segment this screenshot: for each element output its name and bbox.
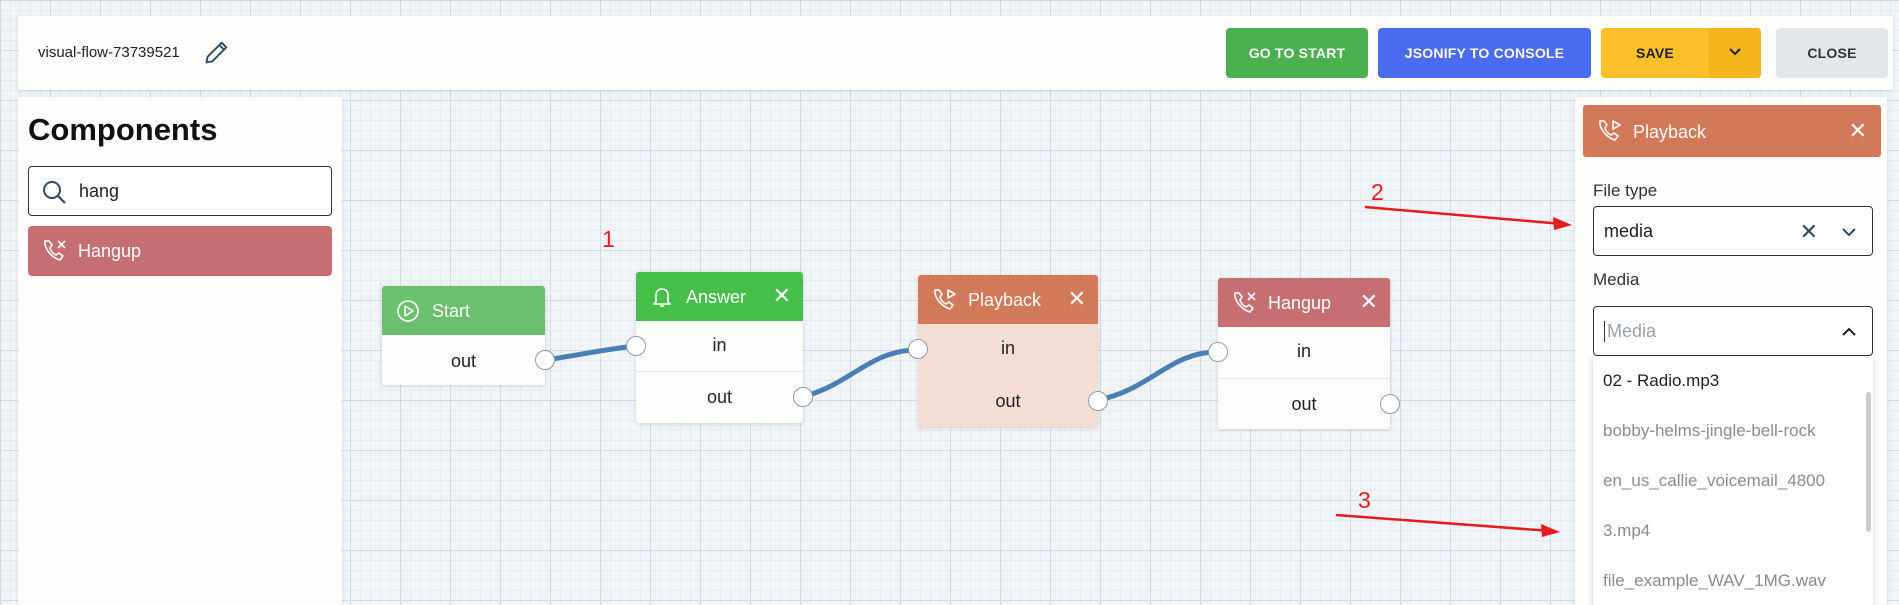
- node-hangup[interactable]: Hangup ✕ in out: [1208, 278, 1400, 429]
- node-hangup-in-port[interactable]: [1208, 342, 1228, 362]
- media-placeholder: Media: [1604, 321, 1656, 342]
- node-answer-out-port[interactable]: [793, 387, 813, 407]
- properties-title: Playback: [1633, 122, 1707, 142]
- node-playback-in-label: in: [1000, 338, 1015, 358]
- node-start-title: Start: [432, 301, 471, 321]
- phone-hangup-icon: [44, 240, 66, 261]
- clear-icon[interactable]: ✕: [1799, 219, 1818, 244]
- node-hangup-divider: [1218, 378, 1390, 379]
- media-options-list: 02 - Radio.mp3 bobby-helms-jingle-bell-r…: [1593, 356, 1873, 605]
- node-answer-in-port[interactable]: [626, 336, 646, 356]
- annotation-arrowhead-3: [1541, 524, 1560, 537]
- file-type-select[interactable]: media ✕: [1593, 206, 1873, 256]
- annotation-label-3: 3: [1358, 487, 1371, 513]
- phone-playback-icon: [1599, 120, 1621, 141]
- play-circle-icon: [397, 300, 419, 322]
- save-dropdown-button[interactable]: [1709, 28, 1761, 78]
- node-hangup-title: Hangup: [1268, 293, 1332, 313]
- component-item-label: Hangup: [78, 241, 142, 261]
- properties-close-icon[interactable]: ✕: [1848, 118, 1867, 143]
- wire-playback-hangup: [1097, 349, 1218, 403]
- media-label: Media: [1593, 270, 1640, 289]
- node-answer-header[interactable]: Answer ✕: [636, 272, 803, 321]
- node-start-out-label: out: [450, 351, 477, 371]
- node-start[interactable]: Start out: [382, 286, 555, 385]
- media-option[interactable]: en_us_callie_voicemail_4800: [1603, 471, 1826, 490]
- node-playback-title: Playback: [968, 290, 1042, 310]
- node-start-out-port[interactable]: [535, 350, 555, 370]
- jsonify-to-console-button[interactable]: JSONIFY TO CONSOLE: [1378, 28, 1591, 78]
- annotation-arrow-2: [1364, 205, 1564, 226]
- wire-start-answer: [544, 343, 636, 363]
- node-answer-out-label: out: [706, 387, 733, 407]
- node-start-header[interactable]: Start: [382, 286, 545, 335]
- node-answer-title: Answer: [686, 287, 747, 307]
- annotation-label-2: 2: [1371, 179, 1384, 205]
- chevron-up-icon[interactable]: [1838, 321, 1860, 343]
- node-playback-header[interactable]: Playback ✕: [918, 275, 1098, 324]
- node-hangup-out-port[interactable]: [1380, 394, 1400, 414]
- node-hangup-close-icon[interactable]: ✕: [1359, 289, 1378, 314]
- file-type-label: File type: [1593, 181, 1658, 200]
- node-playback[interactable]: Playback ✕ in out: [908, 275, 1108, 427]
- annotation-arrowhead-2: [1553, 217, 1572, 230]
- chevron-down-icon: [1729, 47, 1741, 55]
- dropdown-scrollbar[interactable]: [1866, 392, 1871, 532]
- node-answer-in-label: in: [712, 335, 727, 355]
- node-playback-out-label: out: [995, 391, 1021, 411]
- go-to-start-button[interactable]: GO TO START: [1226, 28, 1368, 78]
- node-hangup-in-label: in: [1296, 341, 1311, 361]
- chevron-down-icon[interactable]: [1838, 221, 1860, 243]
- top-toolbar: visual-flow-73739521 GO TO START JSONIFY…: [18, 16, 1893, 90]
- components-panel: Components Hangup: [18, 97, 342, 605]
- media-option[interactable]: file_example_WAV_1MG.wav: [1603, 571, 1826, 590]
- component-search-input[interactable]: [79, 177, 319, 205]
- phone-playback-icon: [934, 289, 956, 310]
- node-answer-close-icon[interactable]: ✕: [772, 283, 791, 308]
- component-item-hangup[interactable]: Hangup: [28, 226, 332, 276]
- media-option[interactable]: bobby-helms-jingle-bell-rock: [1603, 421, 1816, 440]
- phone-hangup-icon: [1234, 292, 1256, 313]
- annotation-label-1: 1: [602, 226, 615, 252]
- node-playback-in-port[interactable]: [908, 339, 928, 359]
- flow-name: visual-flow-73739521: [38, 44, 180, 61]
- annotation-arrow-3: [1335, 513, 1552, 533]
- pencil-icon[interactable]: [203, 38, 231, 66]
- component-search-box[interactable]: [28, 166, 332, 216]
- close-button[interactable]: CLOSE: [1776, 28, 1888, 78]
- properties-header: Playback ✕: [1583, 105, 1881, 157]
- node-hangup-out-label: out: [1291, 394, 1317, 414]
- node-answer[interactable]: Answer ✕ in out: [626, 272, 813, 423]
- node-answer-divider: [636, 371, 803, 372]
- media-option[interactable]: 3.mp4: [1603, 521, 1651, 540]
- media-option[interactable]: 02 - Radio.mp3: [1603, 371, 1720, 390]
- node-hangup-header[interactable]: Hangup ✕: [1218, 278, 1390, 327]
- wire-answer-playback: [801, 347, 918, 400]
- components-title: Components: [28, 112, 218, 147]
- save-button[interactable]: SAVE: [1601, 28, 1709, 78]
- node-playback-close-icon[interactable]: ✕: [1067, 286, 1086, 311]
- media-select[interactable]: Media: [1593, 306, 1873, 356]
- bell-icon: [653, 288, 671, 307]
- file-type-value: media: [1604, 221, 1654, 241]
- search-icon: [43, 181, 66, 204]
- node-playback-out-port[interactable]: [1088, 391, 1108, 411]
